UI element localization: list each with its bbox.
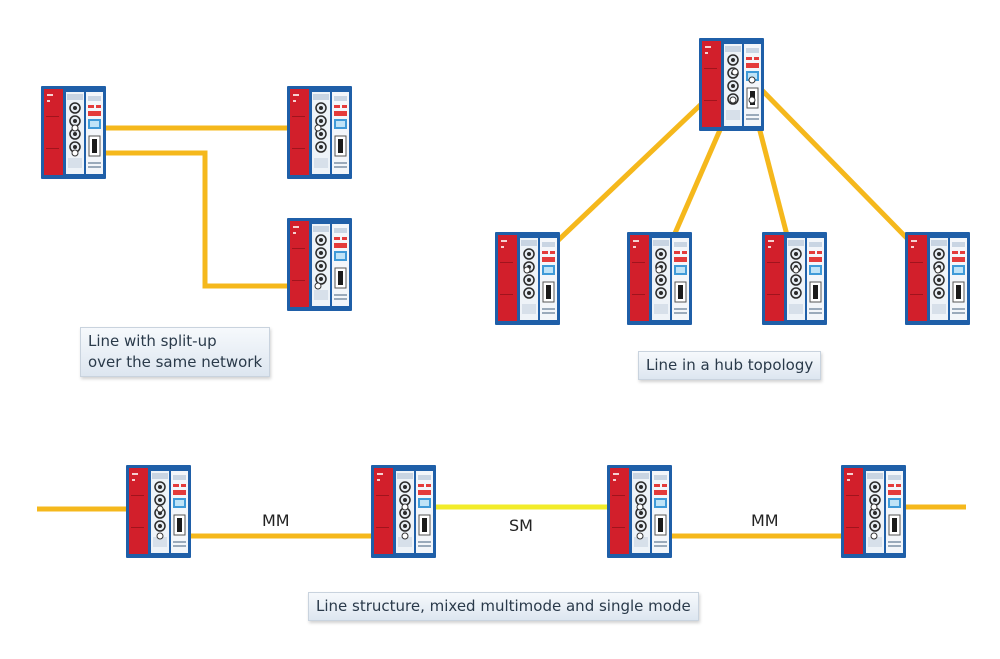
caption-line-structure: Line structure, mixed multimode and sing… (308, 592, 699, 621)
device-line-4 (841, 465, 906, 558)
plug-hub-g (792, 266, 800, 274)
device-hub-remote-1 (495, 232, 560, 325)
device-hub-remote-2 (627, 232, 692, 325)
plug-split-c (71, 149, 79, 157)
fiber-split-bottom (75, 150, 318, 289)
plug-split-d (314, 282, 322, 290)
plug-line-5 (636, 532, 644, 540)
device-hub-central (699, 38, 764, 131)
caption-split-up: Line with split-up over the same network (80, 327, 271, 377)
device-line-3 (607, 465, 672, 558)
plug-line-2 (401, 532, 409, 540)
plug-hub-e (523, 266, 531, 274)
plug-hub-b (729, 96, 737, 104)
devices (41, 38, 970, 558)
device-line-2 (371, 465, 436, 558)
plug-hub-f (655, 266, 663, 274)
device-split-remote-1 (287, 86, 352, 179)
plug-line-0 (156, 505, 164, 513)
plug-line-7 (870, 503, 878, 511)
cable-ends (71, 68, 942, 540)
device-split-remote-2 (287, 218, 352, 311)
plug-line-4 (636, 503, 644, 511)
plug-split-a (71, 124, 79, 132)
plug-line-3 (401, 503, 409, 511)
segment-label-mm-left: MM (262, 511, 290, 530)
plug-hub-a (731, 68, 739, 76)
plug-hub-d (748, 76, 756, 84)
plug-hub-h (934, 266, 942, 274)
plug-line-6 (870, 532, 878, 540)
device-hub-remote-3 (762, 232, 827, 325)
plug-split-b (314, 124, 322, 132)
device-split-master (41, 86, 106, 179)
plug-line-1 (156, 532, 164, 540)
device-hub-remote-4 (905, 232, 970, 325)
segment-label-mm-right: MM (751, 511, 779, 530)
plug-hub-c (748, 96, 756, 104)
segment-label-sm: SM (509, 516, 533, 535)
caption-hub-topology: Line in a hub topology (638, 351, 822, 380)
